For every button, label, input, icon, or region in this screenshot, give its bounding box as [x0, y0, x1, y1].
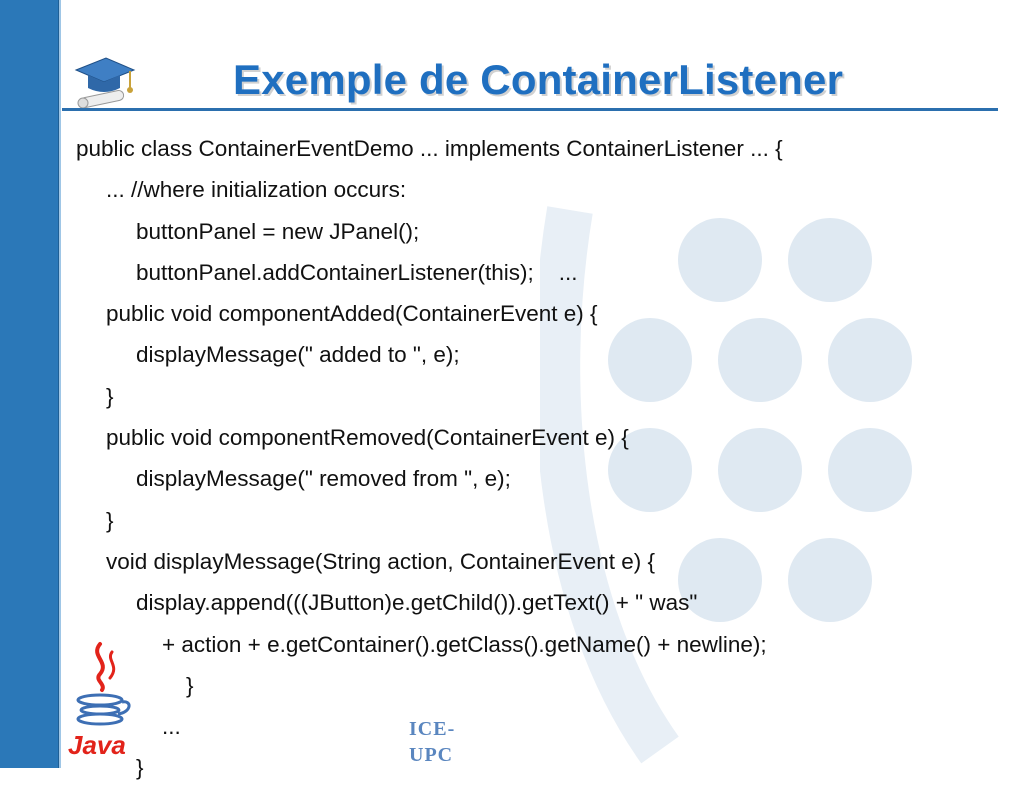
title-divider: [62, 108, 998, 111]
code-line: void displayMessage(String action, Conta…: [106, 548, 656, 574]
code-line: ...: [162, 714, 181, 740]
code-block: public class ContainerEventDemo ... impl…: [76, 128, 1016, 789]
page-title: Exemple de ContainerListener: [233, 56, 844, 103]
ice-upc-logo: ICE- UPC: [409, 716, 455, 768]
code-line: }: [136, 755, 144, 781]
code-line: public void componentAdded(ContainerEven…: [106, 301, 598, 327]
java-logo-icon: Java: [68, 642, 131, 760]
code-line: public void componentRemoved(ContainerEv…: [106, 425, 629, 451]
graduation-cap-icon: [74, 57, 136, 109]
code-line: }: [106, 383, 114, 409]
code-line: buttonPanel.addContainerListener(this); …: [136, 259, 578, 285]
code-line: display.append(((JButton)e.getChild()).g…: [136, 590, 698, 616]
code-line: }: [186, 672, 194, 698]
code-line: buttonPanel = new JPanel();: [136, 218, 420, 244]
upc-watermark-logo: [540, 206, 912, 764]
code-line: public class ContainerEventDemo ... impl…: [76, 136, 783, 161]
code-line: ... //where initialization occurs:: [106, 177, 407, 203]
code-line: }: [106, 507, 114, 533]
java-logo-text: Java: [68, 730, 126, 760]
ice-upc-line1: ICE-: [409, 718, 456, 740]
code-line: + action + e.getContainer().getClass().g…: [162, 631, 767, 657]
left-accent-bar: [0, 0, 61, 768]
slide-header: Exemple de ContainerListener: [62, 44, 1002, 120]
code-line: displayMessage(" added to ", e);: [136, 342, 460, 368]
ice-upc-line2: UPC: [409, 744, 454, 766]
code-line: displayMessage(" removed from ", e);: [136, 466, 511, 492]
